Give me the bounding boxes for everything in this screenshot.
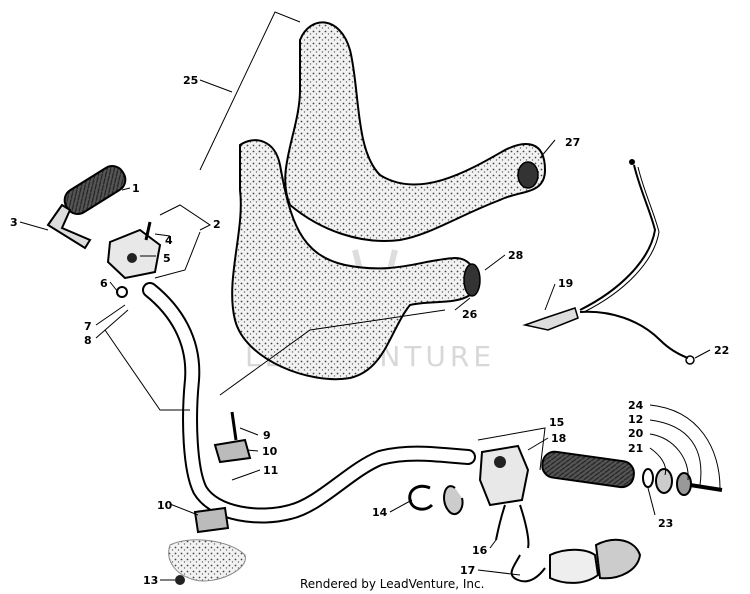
switch-housing [408,444,530,516]
right-grip [541,450,635,489]
callout-16: 16 [472,544,488,557]
callout-20: 20 [628,427,644,440]
leader-lines [19,11,721,581]
callout-6: 6 [100,277,108,290]
callout-8: 8 [84,334,92,347]
throttle-housing [46,203,162,298]
callout-18: 18 [551,432,566,445]
callout-12: 12 [628,413,643,426]
throttle-lever [46,203,92,250]
screw-4 [144,221,152,241]
callout-27: 27 [565,136,580,149]
callout-7: 7 [84,320,92,333]
handlebar-pad-lower [231,139,481,381]
throttle-cable [522,159,695,365]
callout-9: 9 [263,429,271,442]
callout-21: 21 [628,442,643,455]
washer-6 [116,286,128,298]
nut-13 [175,575,185,585]
callout-10-lower: 10 [157,499,173,512]
callout-5: 5 [163,252,171,265]
pad-end-cap-28 [463,263,481,297]
credit-text: Rendered by LeadVenture, Inc. [300,577,485,591]
bar-end-assembly [642,468,723,496]
callout-17: 17 [460,564,475,577]
callout-19: 19 [558,277,573,290]
callout-13: 13 [143,574,158,587]
kill-switch-lever [443,485,464,516]
switch-wiring [495,504,642,584]
callout-3: 3 [10,216,18,229]
pad-end-cap-27 [517,161,539,189]
callout-11: 11 [263,464,278,477]
callout-2: 2 [213,218,221,231]
clip-14 [408,484,434,511]
callout-15: 15 [549,416,564,429]
callout-4: 4 [165,234,173,247]
callout-26: 26 [462,308,478,321]
callout-22: 22 [714,344,729,357]
callout-24: 24 [628,399,644,412]
handlebar-tube [142,282,476,524]
callout-14: 14 [372,506,388,519]
mount-base [168,539,246,582]
callout-10-upper: 10 [262,445,278,458]
callout-1: 1 [132,182,140,195]
handlebar-pad-cover [284,21,547,242]
callout-25: 25 [183,74,198,87]
callout-labels: 1 2 3 4 5 6 7 8 9 10 10 11 12 13 14 15 1… [10,74,729,587]
callout-23: 23 [658,517,673,530]
handlebar-clamp [168,411,252,585]
callout-28: 28 [508,249,523,262]
